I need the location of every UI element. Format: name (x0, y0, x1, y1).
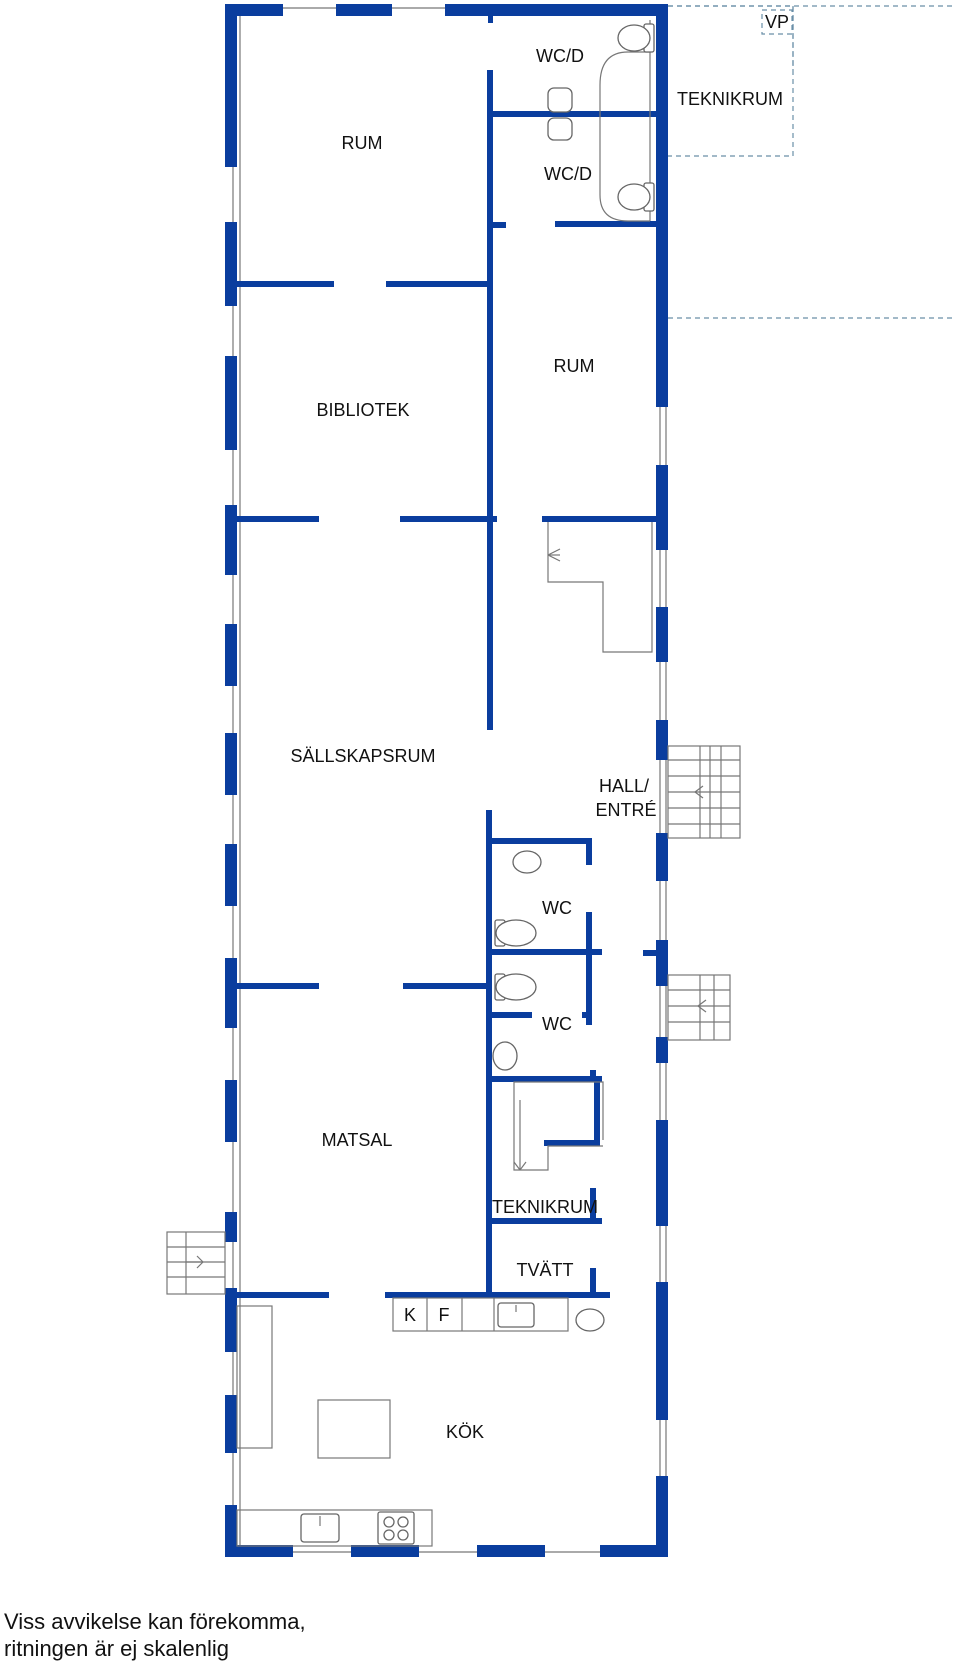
exterior-extension (668, 5, 955, 319)
sink-icon (300, 1513, 340, 1543)
appliance-label-f: F (439, 1305, 450, 1325)
room-label-wcd: WC/D (536, 46, 584, 66)
room-label-rum: RUM (342, 133, 383, 153)
outer-wall-top (225, 4, 667, 16)
toilet-icon (617, 182, 655, 212)
toilet-icon (494, 919, 537, 947)
room-label-matsal: MATSAL (322, 1130, 393, 1150)
room-label-wc: WC (542, 898, 572, 918)
outer-wall-left (225, 4, 237, 1557)
disclaimer-line: ritningen är ej skalenlig (4, 1636, 230, 1661)
room-label-rum: RUM (554, 356, 595, 376)
entrance-steps (166, 745, 741, 1295)
room-label-bibliotek: BIBLIOTEK (316, 400, 409, 420)
room-labels: RUM WC/D WC/D TEKNIKRUM VP BIBLIOTEK RUM… (290, 12, 789, 1442)
interior-walls (237, 13, 659, 1298)
stove-icon (377, 1511, 415, 1545)
room-label-wc: WC (542, 1014, 572, 1034)
bathroom-fixtures (492, 23, 655, 1332)
room-label-vp: VP (765, 12, 789, 32)
room-label-hall: HALL/ (599, 776, 649, 796)
room-label-wcd: WC/D (544, 164, 592, 184)
room-label-teknikrum: TEKNIKRUM (492, 1197, 598, 1217)
appliance-label-k: K (404, 1305, 416, 1325)
room-label-sallskapsrum: SÄLLSKAPSRUM (290, 746, 435, 766)
interior-staircase (513, 522, 653, 1171)
room-label-teknikrum: TEKNIKRUM (677, 89, 783, 109)
sink-icon (492, 1041, 518, 1071)
room-label-kok: KÖK (446, 1422, 484, 1442)
sink-icon (547, 87, 573, 141)
disclaimer-note: Viss avvikelse kan förekomma, ritningen … (4, 1608, 306, 1662)
sink-icon (512, 850, 542, 874)
toilet-icon (617, 23, 655, 53)
floor-plan: RUM WC/D WC/D TEKNIKRUM VP BIBLIOTEK RUM… (166, 4, 955, 1557)
toilet-icon (494, 973, 537, 1001)
sink-icon (497, 1302, 535, 1328)
room-label-entre: ENTRÉ (595, 800, 656, 820)
outer-wall-right (656, 4, 668, 1557)
room-label-tvatt: TVÄTT (517, 1260, 574, 1280)
disclaimer-line: Viss avvikelse kan förekomma, (4, 1609, 306, 1634)
outer-wall-bottom (225, 1545, 668, 1557)
kitchen-island (317, 1399, 391, 1459)
sink-icon (575, 1308, 605, 1332)
kitchen-fixtures (236, 1297, 569, 1547)
